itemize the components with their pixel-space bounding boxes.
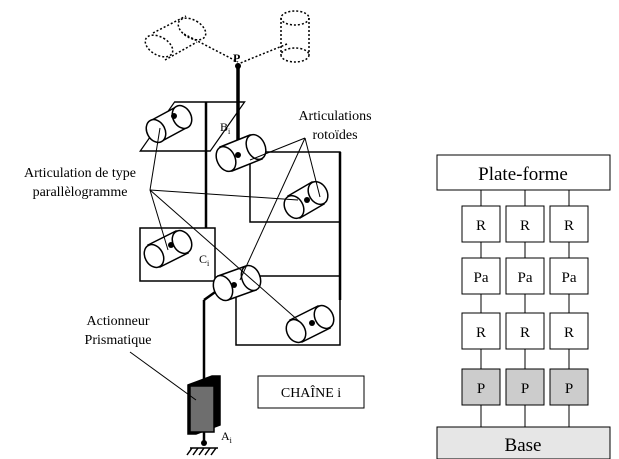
leader-lines <box>129 127 321 401</box>
actuator-block <box>187 375 221 446</box>
plate-bottom-right <box>235 275 341 346</box>
label-r2-c3: Pa <box>562 270 577 286</box>
box-r3-c1 <box>461 312 501 350</box>
label-r3-c1: R <box>476 325 486 341</box>
box-r3-c2 <box>505 312 545 350</box>
box-r2-c2 <box>505 257 545 295</box>
joint-dots <box>168 113 315 326</box>
label-r3-c2: R <box>520 325 530 341</box>
block-diagram: Plate-forme Base R R R Pa Pa Pa R R <box>436 154 611 459</box>
revolute-label-line2: rotoïdes <box>312 128 357 143</box>
row-pa: Pa Pa Pa <box>461 257 589 295</box>
parallelogram-label-line1: Articulation de type <box>24 166 136 181</box>
label-r4-c2: P <box>521 381 529 397</box>
base-box <box>436 426 611 459</box>
box-r4-c2 <box>505 368 545 406</box>
platform-label: Plate-forme <box>478 164 568 185</box>
point-b-subscript: i <box>228 127 231 136</box>
actuator-label-line2: Prismatique <box>85 333 152 348</box>
cylinder-bi <box>215 133 267 173</box>
revolute-label-line1: Articulations <box>298 109 371 124</box>
point-c-letter: C <box>199 252 207 266</box>
mechanism-drawing <box>129 10 342 456</box>
label-r1-c3: R <box>564 218 574 234</box>
point-p-label: P <box>233 51 240 65</box>
chain-label-box <box>257 375 365 409</box>
label-r4-c3: P <box>565 381 573 397</box>
base-label: Base <box>505 435 542 456</box>
chain-label: CHAÎNE i <box>281 384 341 401</box>
box-r4-c3 <box>549 368 589 406</box>
box-r4-c1 <box>461 368 501 406</box>
label-r1-c2: R <box>520 218 530 234</box>
box-r1-c3 <box>549 205 589 243</box>
platform-box <box>436 154 611 191</box>
box-r1-c2 <box>505 205 545 243</box>
box-r2-c3 <box>549 257 589 295</box>
label-r2-c2: Pa <box>518 270 533 286</box>
row-r-top: R R R <box>461 205 589 243</box>
label-r1-c1: R <box>476 218 486 234</box>
point-a-label: Ai <box>221 429 233 445</box>
point-a-subscript: i <box>230 436 233 445</box>
parallelogram-label-line2: parallèlogramme <box>33 185 128 200</box>
point-c-subscript: i <box>207 259 210 268</box>
cylinder-top-left <box>145 104 193 144</box>
box-r1-c1 <box>461 205 501 243</box>
row-r-bottom: R R R <box>461 312 589 350</box>
actuator-label-line1: Actionneur <box>87 314 150 329</box>
point-a-letter: A <box>221 429 230 443</box>
label-r3-c3: R <box>564 325 574 341</box>
row-p: P P P <box>461 368 589 406</box>
point-b-letter: B <box>220 120 228 134</box>
point-b-label: Bi <box>220 120 231 136</box>
dotted-tool-left <box>144 15 239 63</box>
label-r2-c1: Pa <box>474 270 489 286</box>
ground-symbol <box>186 447 218 456</box>
box-r3-c3 <box>549 312 589 350</box>
dotted-tool-right <box>237 10 310 65</box>
point-c-label: Ci <box>199 252 210 268</box>
label-r4-c1: P <box>477 381 485 397</box>
box-r2-c1 <box>461 257 501 295</box>
